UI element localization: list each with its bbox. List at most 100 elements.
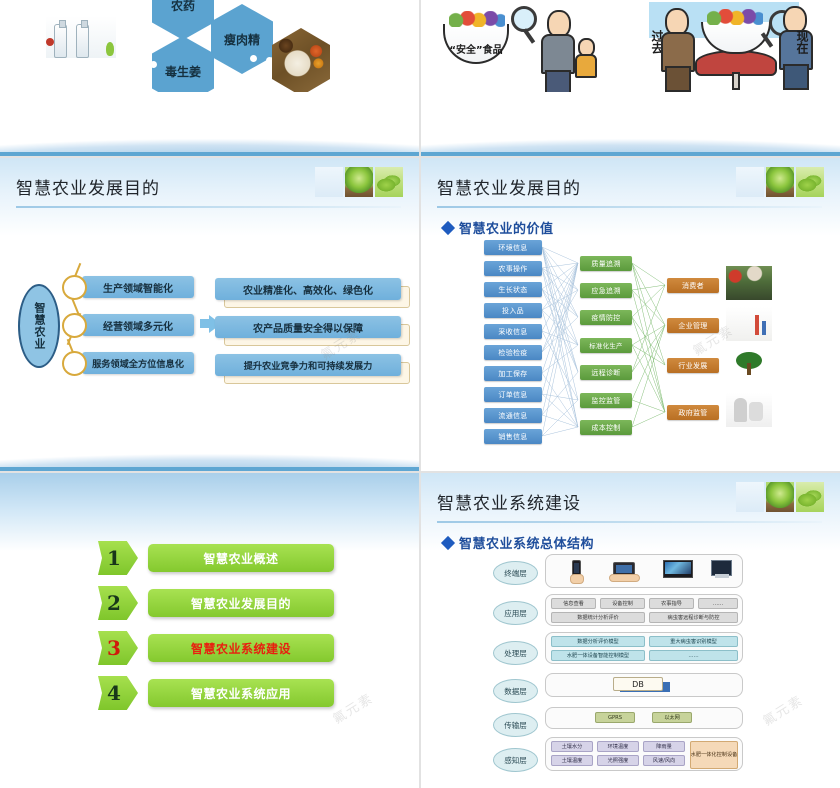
agenda-number-chip-active[interactable]: 3 bbox=[98, 631, 138, 665]
seedling-soil-thumb-icon bbox=[766, 167, 794, 197]
market-shoppers-photo bbox=[726, 266, 772, 300]
app-feature[interactable]: 设备控制 bbox=[600, 598, 645, 609]
agenda-number: 3 bbox=[107, 636, 121, 660]
model-item-more[interactable]: …… bbox=[649, 650, 738, 661]
slide-footer-curve bbox=[0, 92, 419, 156]
function-node[interactable]: 应急追溯 bbox=[580, 283, 632, 298]
app-feature[interactable]: 农事指导 bbox=[649, 598, 694, 609]
outcome-item[interactable]: 农产品质量安全得以保障 bbox=[215, 316, 401, 338]
input-node[interactable]: 采收信息 bbox=[484, 324, 542, 339]
function-node[interactable]: 远程诊断 bbox=[580, 365, 632, 380]
transport-protocol[interactable]: GPRS bbox=[595, 712, 635, 723]
header-thumbnails bbox=[736, 482, 824, 512]
input-node[interactable]: 投入品 bbox=[484, 303, 542, 318]
sensor-item[interactable]: 环境温度 bbox=[597, 741, 639, 752]
goal-area-item[interactable]: 服务领域全方位信息化 bbox=[82, 352, 194, 374]
page-title: 智慧农业发展目的 bbox=[16, 179, 160, 199]
header-divider bbox=[437, 521, 822, 523]
hexagon-pesticide[interactable]: 农药 bbox=[152, 0, 214, 40]
diamond-bullet-icon bbox=[440, 535, 456, 550]
app-feature[interactable]: 病虫害远程诊断与防控 bbox=[649, 612, 738, 623]
section-subtitle-label: 智慧农业系统总体结构 bbox=[459, 537, 595, 552]
agenda-item-2[interactable]: 智慧农业发展目的 bbox=[148, 589, 334, 617]
outcome-item[interactable]: 农业精准化、高效化、绿色化 bbox=[215, 278, 401, 300]
slide-6-system-architecture[interactable]: 智慧农业系统建设 智慧农业系统总体结构 bbox=[421, 473, 840, 788]
desktop-pc-icon bbox=[711, 560, 735, 578]
slide-gap-horizontal bbox=[0, 471, 840, 473]
hexagon-label-2: 毒生姜 bbox=[164, 64, 201, 79]
transport-protocol[interactable]: 以太网 bbox=[652, 712, 692, 723]
slide-3-development-goals[interactable]: 智慧农业发展目的 智慧农业 生产领域智能化 经营领域多元化 服务领域全方位信息化 bbox=[0, 158, 419, 471]
app-feature-more[interactable]: …… bbox=[698, 598, 738, 609]
sensor-item[interactable]: 光照强度 bbox=[597, 755, 639, 766]
agenda-item-1[interactable]: 智慧农业概述 bbox=[148, 544, 334, 572]
agenda-number: 2 bbox=[107, 591, 121, 615]
sensor-item[interactable]: 土壤温度 bbox=[551, 755, 593, 766]
slide-1-food-safety-hexagons[interactable]: 农药 瘦肉精 毒生姜 bbox=[0, 0, 419, 156]
app-feature[interactable]: 信息查看 bbox=[551, 598, 596, 609]
model-item[interactable]: 水肥一体设备智能控制模型 bbox=[551, 650, 645, 661]
beneficiary-node[interactable]: 政府监管 bbox=[667, 405, 719, 420]
sensor-item[interactable]: 风速/风向 bbox=[643, 755, 685, 766]
input-node[interactable]: 流通信息 bbox=[484, 408, 542, 423]
sensor-item[interactable]: 降雨量 bbox=[643, 741, 685, 752]
function-node[interactable]: 疫情防控 bbox=[580, 310, 632, 325]
input-node[interactable]: 销售信息 bbox=[484, 429, 542, 444]
hexagon-connector-dot bbox=[150, 61, 157, 68]
layer-label-terminal: 终端层 bbox=[493, 561, 538, 585]
goal-area-label: 服务领域全方位信息化 bbox=[92, 359, 184, 370]
beneficiary-node[interactable]: 企业管理 bbox=[667, 318, 719, 333]
outcome-label: 提升农业竞争力和可持续发展力 bbox=[243, 361, 373, 372]
slide-gap-vertical bbox=[419, 0, 421, 788]
input-node[interactable]: 生长状态 bbox=[484, 282, 542, 297]
model-item[interactable]: 数据分析评价模型 bbox=[551, 636, 645, 647]
fertigation-control-device[interactable]: 水肥一体化控制设备 bbox=[690, 741, 738, 769]
model-item[interactable]: 重大病虫害识别模型 bbox=[649, 636, 738, 647]
database-node[interactable]: DB bbox=[613, 677, 663, 691]
beneficiary-node[interactable]: 消费者 bbox=[667, 278, 719, 293]
agenda-header-band bbox=[0, 473, 419, 551]
layer-label-perception: 感知层 bbox=[493, 748, 538, 772]
goal-area-item[interactable]: 生产领域智能化 bbox=[82, 276, 194, 298]
goal-area-label: 生产领域智能化 bbox=[103, 283, 173, 295]
outcome-item[interactable]: 提升农业竞争力和可持续发展力 bbox=[215, 354, 401, 376]
input-node[interactable]: 环境信息 bbox=[484, 240, 542, 255]
function-node[interactable]: 监控监管 bbox=[580, 393, 632, 408]
blank-thumb-icon bbox=[315, 167, 343, 197]
input-node[interactable]: 检验检疫 bbox=[484, 345, 542, 360]
pesticide-bottles-illustration bbox=[46, 16, 116, 58]
agenda-item-label: 智慧农业系统建设 bbox=[190, 641, 291, 656]
input-node[interactable]: 农事操作 bbox=[484, 261, 542, 276]
input-node[interactable]: 订单信息 bbox=[484, 387, 542, 402]
function-node[interactable]: 质量追溯 bbox=[580, 256, 632, 271]
blank-thumb-icon bbox=[736, 167, 764, 197]
hexagon-label-0: 农药 bbox=[170, 0, 195, 13]
agenda-item-4[interactable]: 智慧农业系统应用 bbox=[148, 679, 334, 707]
slide-5-agenda[interactable]: 1 智慧农业概述 2 智慧农业发展目的 3 智慧农业系统建设 4 智慧农业系统应… bbox=[0, 473, 419, 788]
seedling-soil-thumb-icon bbox=[766, 482, 794, 512]
goal-area-item[interactable]: 经营领域多元化 bbox=[82, 314, 194, 336]
agenda-number-chip[interactable]: 2 bbox=[98, 586, 138, 620]
hexagon-clenbuterol[interactable]: 瘦肉精 bbox=[211, 4, 273, 74]
agenda-item-3-active[interactable]: 智慧农业系统建设 bbox=[148, 634, 334, 662]
header-thumbnails bbox=[315, 167, 403, 197]
slide-2-safe-food-cartoons[interactable]: “安全”食品 过去 bbox=[421, 0, 840, 156]
beneficiary-node[interactable]: 行业发展 bbox=[667, 358, 719, 373]
layer-label-application: 应用层 bbox=[493, 601, 538, 625]
green-leaf-thumb-icon bbox=[796, 167, 824, 197]
agenda-number: 1 bbox=[107, 546, 121, 570]
sensor-item[interactable]: 土壤水分 bbox=[551, 741, 593, 752]
goal-area-label: 经营领域多元化 bbox=[103, 321, 173, 333]
function-node[interactable]: 标准化生产 bbox=[580, 338, 632, 353]
input-node[interactable]: 加工保存 bbox=[484, 366, 542, 381]
app-feature[interactable]: 数据统计分析评价 bbox=[551, 612, 645, 623]
agenda-number-chip[interactable]: 4 bbox=[98, 676, 138, 710]
header-thumbnails bbox=[736, 167, 824, 197]
core-concept-label: 智慧农业 bbox=[33, 302, 47, 350]
connector-ring bbox=[62, 275, 87, 300]
hexagon-connector-dot bbox=[250, 55, 257, 62]
connector-ring bbox=[62, 313, 87, 338]
outcome-label: 农业精准化、高效化、绿色化 bbox=[243, 285, 373, 297]
function-node[interactable]: 成本控制 bbox=[580, 420, 632, 435]
past-label: 过去 bbox=[650, 30, 664, 54]
